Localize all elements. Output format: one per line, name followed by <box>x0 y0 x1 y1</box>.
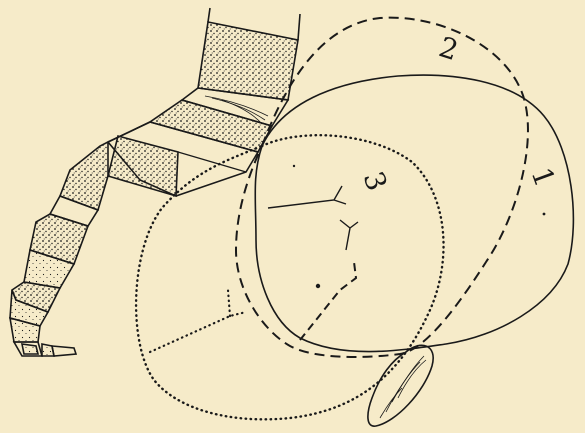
label-outline-1: 1 <box>525 163 562 191</box>
outline-1-solid <box>255 75 573 351</box>
dot-upper <box>293 165 295 167</box>
cell-4 <box>108 136 178 196</box>
stalk-line-right <box>298 14 300 40</box>
cell-filament <box>10 8 300 356</box>
cell-12-inner <box>22 344 38 354</box>
outline-1-inner-branch <box>268 186 358 250</box>
stalk-line-left <box>208 8 210 22</box>
label-outline-3: 3 <box>357 167 394 195</box>
dot-center <box>316 284 320 288</box>
cell-4-sep <box>178 152 246 172</box>
outline-3-dotted <box>136 135 443 419</box>
cell-top <box>198 22 298 100</box>
outline-2-inner-dashed <box>300 262 356 340</box>
dot-right <box>543 213 546 216</box>
cell-tip <box>52 346 76 356</box>
cell-3 <box>150 100 272 152</box>
outline-3-inner-dotted <box>150 290 246 352</box>
cell-5 <box>60 142 108 210</box>
label-outline-2: 2 <box>435 30 462 67</box>
